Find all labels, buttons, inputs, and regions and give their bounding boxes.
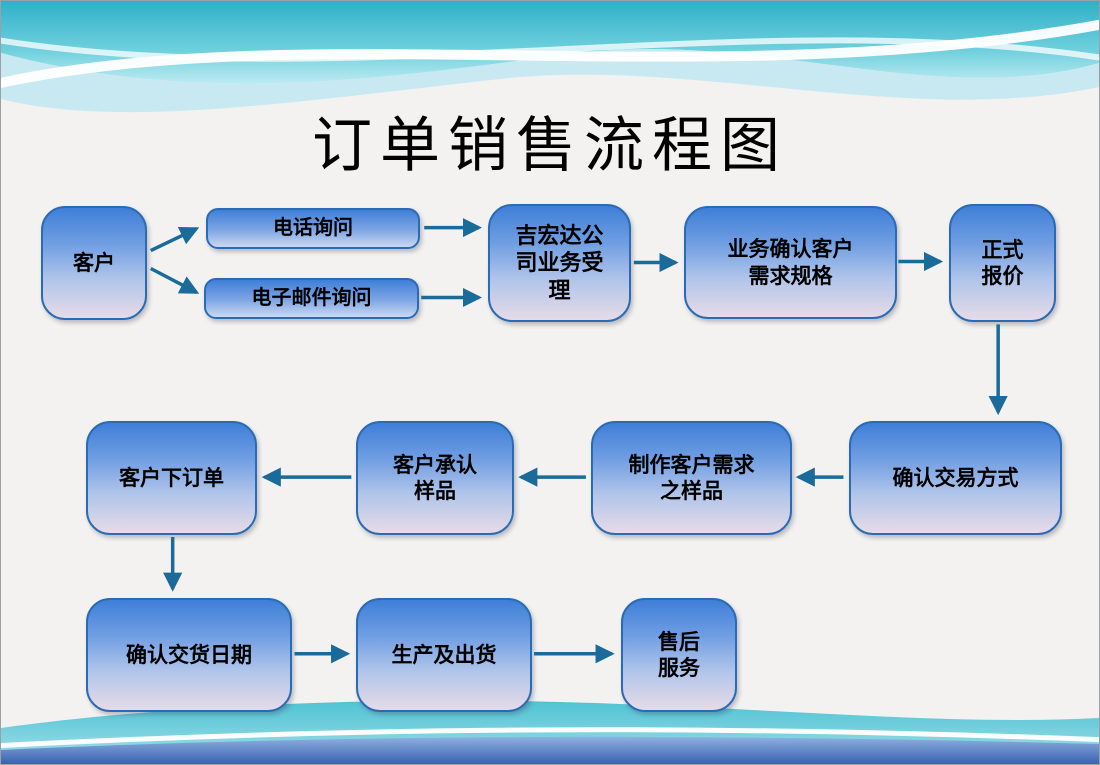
arrow-customer-to-phone [149, 226, 200, 253]
flow-node-customer: 客户 [41, 206, 147, 320]
flow-node-confirm-transaction-label: 确认交易方式 [892, 465, 1019, 490]
page-title: 订单销售流程图 [312, 113, 788, 179]
flow-node-confirm-requirements-label: 业务确认客户 需求规格 [727, 237, 854, 288]
flow-node-confirm-delivery-date: 确认交货日期 [86, 598, 292, 712]
flow-node-approve-sample: 客户承认 样品 [356, 421, 514, 535]
top-wave-main [1, 1, 1099, 84]
flow-node-place-order: 客户下订单 [86, 421, 257, 535]
flow-node-company-acceptance-label: 吉宏达公 司业务受 理 [515, 222, 604, 303]
flow-node-approve-sample-label: 客户承认 样品 [393, 452, 477, 503]
flow-node-email-inquiry: 电子邮件询问 [204, 278, 419, 319]
bottom-wave-blue-band [1, 736, 1099, 764]
flow-node-place-order-label: 客户下订单 [119, 465, 224, 490]
flow-node-production-shipping-label: 生产及出货 [391, 642, 497, 667]
flow-node-after-sales: 售后 服务 [621, 598, 737, 712]
bottom-wave-white-swoosh [1, 727, 1099, 748]
flow-node-email-inquiry-label: 电子邮件询问 [251, 287, 372, 309]
flow-node-production-shipping: 生产及出货 [356, 598, 532, 712]
flow-node-make-sample-label: 制作客户需求 之样品 [628, 452, 755, 503]
flow-node-formal-quote: 正式 报价 [949, 204, 1056, 322]
arrow-customer-to-email [149, 266, 200, 295]
flow-node-phone-inquiry: 电话询问 [206, 208, 420, 249]
flow-node-phone-inquiry-label: 电话询问 [273, 217, 353, 239]
flow-node-formal-quote-label: 正式 报价 [981, 237, 1024, 288]
flow-node-confirm-transaction: 确认交易方式 [849, 421, 1062, 535]
flow-node-customer-label: 客户 [73, 250, 115, 275]
flow-node-company-acceptance: 吉宏达公 司业务受 理 [488, 204, 631, 322]
flow-node-confirm-requirements: 业务确认客户 需求规格 [684, 206, 897, 319]
top-wave-white-swoosh-1 [1, 19, 1099, 89]
top-wave-white-swoosh-2 [1, 37, 1099, 62]
flow-node-confirm-delivery-date-label: 确认交货日期 [126, 642, 252, 667]
flow-node-after-sales-label: 售后 服务 [658, 629, 700, 680]
flow-node-make-sample: 制作客户需求 之样品 [591, 421, 792, 535]
